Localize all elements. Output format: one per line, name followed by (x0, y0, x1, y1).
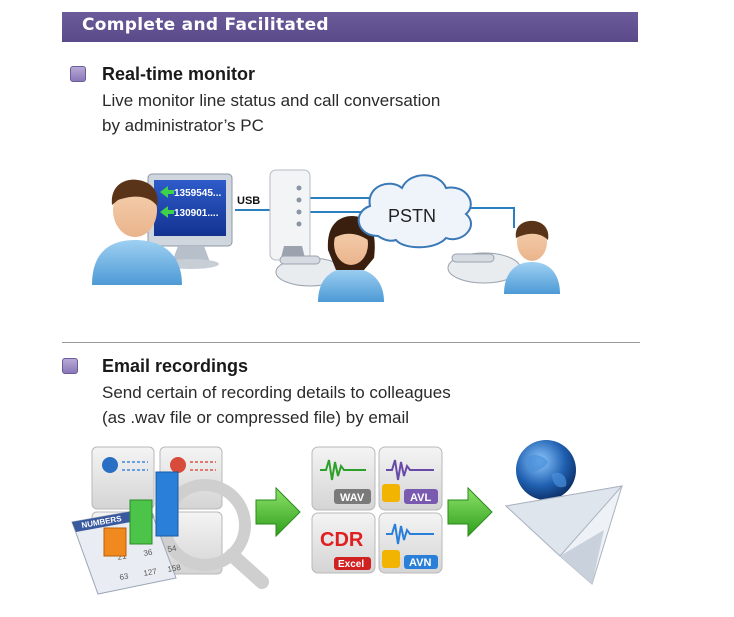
numbers-value: 127 (143, 567, 158, 578)
remote-caller-person-icon (504, 220, 560, 294)
bar-chart-icon (103, 471, 179, 557)
email-envelope-icon (504, 485, 624, 585)
arrow-in-icon (160, 186, 174, 198)
numbers-value: 158 (167, 563, 182, 574)
screen-number-1: 1359545... (174, 188, 221, 199)
wav-label: WAV (340, 492, 365, 504)
section-title-realtime-monitor: Real-time monitor (102, 64, 256, 84)
bullet-icon (70, 66, 86, 82)
section-description-line-2: (as .wav file or compressed file) by ema… (102, 408, 410, 427)
section-divider (62, 342, 640, 343)
section-header-bar: Complete and Facilitated (62, 12, 638, 42)
screen-number-2: 130901.... (174, 208, 219, 219)
green-arrow-icon (447, 486, 493, 538)
avn-file-tile-icon (378, 512, 443, 574)
globe-icon (516, 440, 576, 500)
administrator-person-icon (92, 179, 182, 285)
avl-label: AVL (410, 492, 431, 504)
numbers-value: 63 (119, 571, 130, 582)
green-arrow-icon (255, 486, 301, 538)
bullet-icon (62, 358, 78, 374)
avl-file-tile-icon (378, 446, 443, 511)
numbers-value: 36 (143, 547, 154, 558)
pstn-cloud-icon (357, 174, 473, 249)
avn-label: AVN (409, 557, 431, 569)
wav-file-tile-icon (311, 446, 376, 511)
cdr-file-tile-icon (311, 512, 376, 574)
section-description-line-1: Live monitor line status and call conver… (102, 91, 441, 110)
pstn-label: PSTN (388, 206, 436, 226)
cdr-label: CDR (320, 529, 364, 551)
excel-label: Excel (338, 559, 364, 570)
section-description-line-1: Send certain of recording details to col… (102, 383, 451, 402)
section-header-title: Complete and Facilitated (82, 15, 329, 35)
telephone-icon (447, 252, 521, 284)
numbers-value: 54 (167, 543, 178, 554)
numbers-value: 21 (117, 551, 128, 562)
section-description-line-2: by administrator’s PC (102, 116, 264, 135)
section-title-email-recordings: Email recordings (102, 356, 249, 376)
arrow-out-icon (160, 206, 174, 218)
usb-label: USB (237, 195, 260, 207)
